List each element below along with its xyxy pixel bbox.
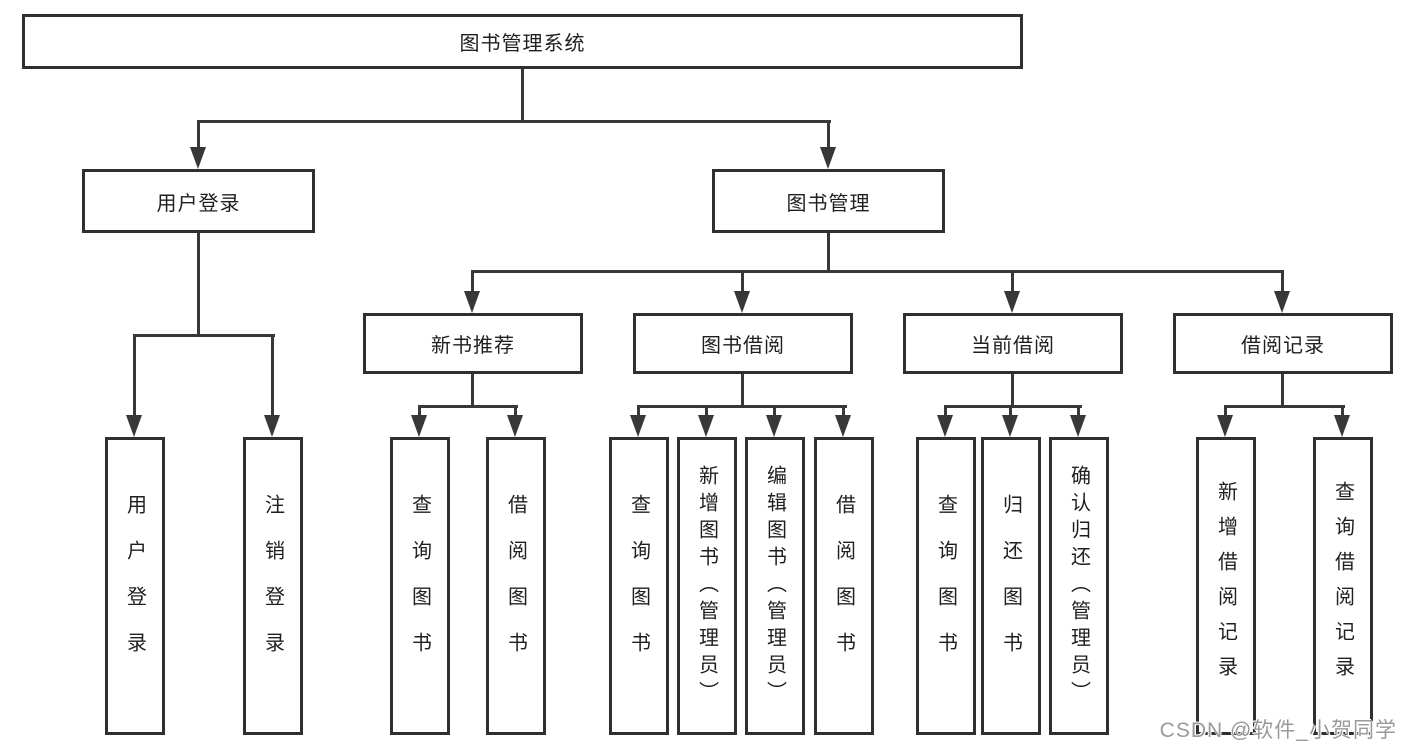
node-label: 当前借阅 bbox=[971, 335, 1055, 357]
arrow-down-icon bbox=[411, 405, 427, 437]
node-label: 用户登录 bbox=[156, 192, 241, 215]
node-label: 图书管理 bbox=[786, 192, 871, 215]
connector-line bbox=[418, 405, 518, 408]
leaf-borrow-books: 借阅图书 bbox=[486, 437, 546, 735]
node-borrowing-records: 借阅记录 bbox=[1173, 313, 1393, 374]
arrow-down-icon bbox=[126, 334, 142, 437]
leaf-add-borrow-record: 新增借阅记录 bbox=[1196, 437, 1256, 735]
connector-line bbox=[197, 233, 200, 337]
leaf-query-books: 查询图书 bbox=[390, 437, 450, 735]
leaf-label: 借阅图书 bbox=[832, 494, 855, 678]
leaf-label: 新增图书（管理员） bbox=[695, 464, 718, 708]
arrow-down-icon bbox=[464, 270, 480, 313]
leaf-query-books: 查询图书 bbox=[916, 437, 976, 735]
leaf-label: 查询图书 bbox=[627, 494, 650, 678]
arrow-down-icon bbox=[1274, 270, 1290, 313]
arrow-down-icon bbox=[1070, 405, 1086, 437]
arrow-down-icon bbox=[820, 120, 836, 169]
arrow-down-icon bbox=[507, 405, 523, 437]
arrow-down-icon bbox=[766, 405, 782, 437]
connector-line bbox=[944, 405, 1082, 408]
leaf-label: 归还图书 bbox=[999, 494, 1022, 678]
arrow-down-icon bbox=[698, 405, 714, 437]
arrow-down-icon bbox=[937, 405, 953, 437]
leaf-label: 用户登录 bbox=[123, 494, 146, 678]
leaf-label: 编辑图书（管理员） bbox=[763, 464, 786, 708]
arrow-down-icon bbox=[264, 334, 280, 437]
node-book-management: 图书管理 bbox=[712, 169, 945, 233]
node-label: 图书管理系统 bbox=[459, 33, 586, 55]
leaf-label: 查询图书 bbox=[408, 494, 431, 678]
connector-line bbox=[197, 120, 831, 123]
leaf-return-books: 归还图书 bbox=[981, 437, 1041, 735]
leaf-label: 查询图书 bbox=[934, 494, 957, 678]
leaf-label: 借阅图书 bbox=[504, 494, 527, 678]
leaf-logout: 注销登录 bbox=[243, 437, 303, 735]
leaf-label: 确认归还（管理员） bbox=[1067, 464, 1090, 708]
leaf-query-borrow-record: 查询借阅记录 bbox=[1313, 437, 1373, 735]
leaf-label: 查询借阅记录 bbox=[1331, 481, 1354, 691]
node-library-management-system: 图书管理系统 bbox=[22, 14, 1023, 69]
leaf-add-books-admin: 新增图书（管理员） bbox=[677, 437, 737, 735]
node-user-login: 用户登录 bbox=[82, 169, 315, 233]
leaf-edit-books-admin: 编辑图书（管理员） bbox=[745, 437, 805, 735]
connector-line bbox=[637, 405, 847, 408]
connector-line bbox=[827, 233, 830, 273]
arrow-down-icon bbox=[1004, 270, 1020, 313]
connector-line bbox=[1281, 374, 1284, 408]
node-label: 图书借阅 bbox=[701, 335, 785, 357]
node-new-book-recommendation: 新书推荐 bbox=[363, 313, 583, 374]
leaf-confirm-return-admin: 确认归还（管理员） bbox=[1049, 437, 1109, 735]
connector-line bbox=[1224, 405, 1345, 408]
csdn-watermark: CSDN @软件_小贺同学 bbox=[1159, 719, 1397, 742]
node-label: 借阅记录 bbox=[1241, 335, 1325, 357]
connector-line bbox=[1011, 374, 1014, 408]
arrow-down-icon bbox=[1002, 405, 1018, 437]
leaf-label: 新增借阅记录 bbox=[1214, 481, 1237, 691]
leaf-borrow-books: 借阅图书 bbox=[814, 437, 874, 735]
node-book-borrowing: 图书借阅 bbox=[633, 313, 853, 374]
node-label: 新书推荐 bbox=[431, 335, 515, 357]
connector-line bbox=[741, 374, 744, 408]
connector-line bbox=[133, 334, 275, 337]
arrow-down-icon bbox=[190, 120, 206, 169]
connector-line bbox=[471, 374, 474, 408]
connector-line bbox=[521, 69, 524, 123]
leaf-user-login: 用户登录 bbox=[105, 437, 165, 735]
leaf-label: 注销登录 bbox=[261, 494, 284, 678]
arrow-down-icon bbox=[1217, 405, 1233, 437]
arrow-down-icon bbox=[734, 270, 750, 313]
node-current-borrowing: 当前借阅 bbox=[903, 313, 1123, 374]
leaf-query-books: 查询图书 bbox=[609, 437, 669, 735]
arrow-down-icon bbox=[630, 405, 646, 437]
arrow-down-icon bbox=[1334, 405, 1350, 437]
connector-line bbox=[471, 270, 1284, 273]
arrow-down-icon bbox=[835, 405, 851, 437]
